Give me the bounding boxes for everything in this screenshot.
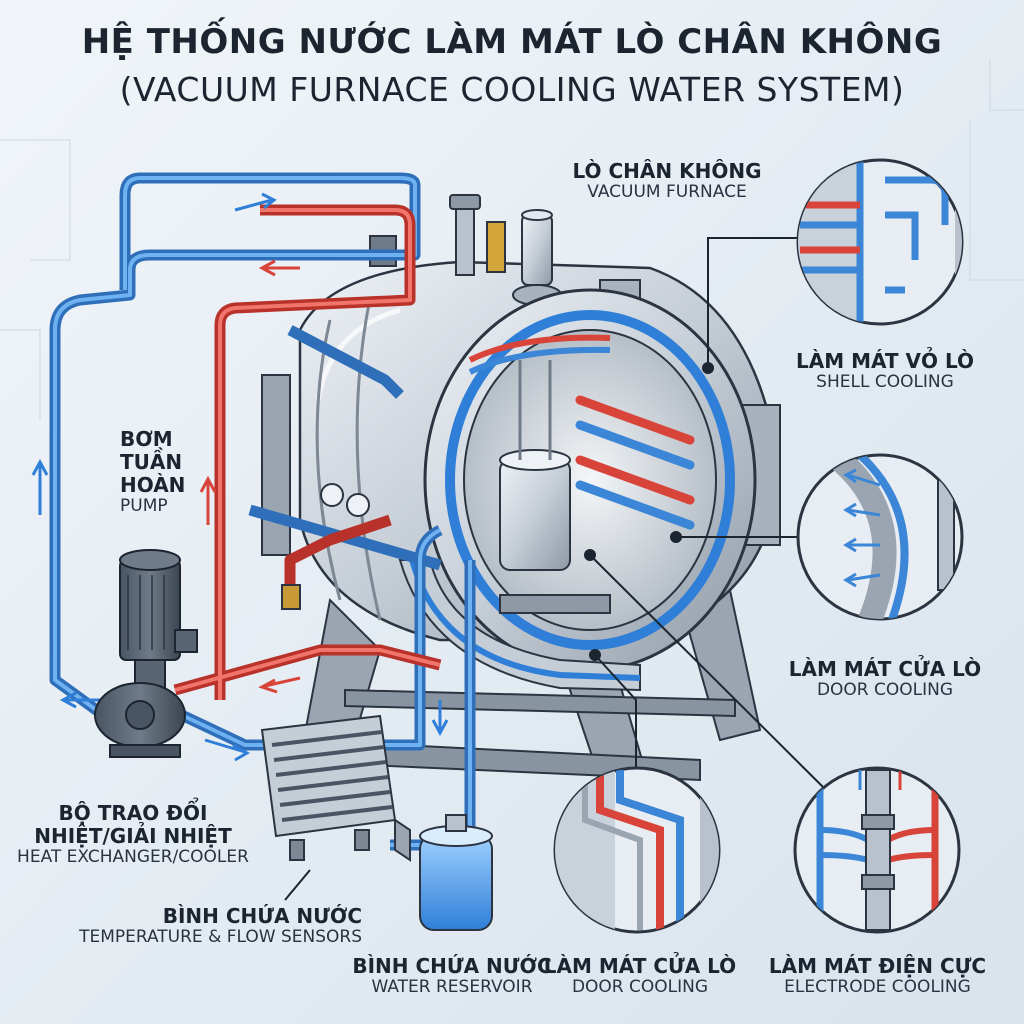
label-heat-exchanger: BỘ TRAO ĐỔI NHIỆT/GIẢI NHIỆT HEAT EXCHAN… <box>8 802 258 868</box>
label-pump: BƠM TUẦN HOÀN PUMP <box>120 428 230 517</box>
label-sensors: BÌNH CHỨA NƯỚC TEMPERATURE & FLOW SENSOR… <box>52 905 362 948</box>
title-english: (VACUUM FURNACE COOLING WATER SYSTEM) <box>119 70 905 109</box>
label-electrode-cooling-vi: LÀM MÁT ĐIỆN CỰC <box>768 954 987 978</box>
label-door-cooling-bottom-en: DOOR COOLING <box>571 977 709 997</box>
label-door-cooling-right: LÀM MÁT CỬA LÒ DOOR COOLING <box>780 658 990 701</box>
hot-water-piping-highlight <box>174 208 441 700</box>
detail-door-cooling-bottom <box>553 766 721 934</box>
label-door-cooling-right-vi: LÀM MÁT CỬA LÒ <box>788 657 982 681</box>
label-electrode-cooling-en: ELECTRODE COOLING <box>784 977 971 997</box>
label-water-reservoir-vi: BÌNH CHỨA NƯỚC <box>352 954 552 978</box>
label-sensors-en: TEMPERATURE & FLOW SENSORS <box>79 927 362 947</box>
heat-exchanger <box>260 714 411 862</box>
water-reservoir <box>419 814 493 931</box>
label-door-cooling-bottom-vi: LÀM MÁT CỬA LÒ <box>543 954 737 978</box>
leader-lines <box>284 237 827 901</box>
label-vacuum-furnace-vi: LÒ CHÂN KHÔNG <box>572 159 762 183</box>
circulation-pump <box>94 549 198 758</box>
label-door-cooling-bottom: LÀM MÁT CỬA LÒ DOOR COOLING <box>540 955 740 998</box>
label-heat-exchanger-vi-1: BỘ TRAO ĐỔI <box>58 801 208 825</box>
title-vietnamese: HỆ THỐNG NƯỚC LÀM MÁT LÒ CHÂN KHÔNG <box>81 22 943 62</box>
label-pump-en: PUMP <box>120 496 168 516</box>
background-grid <box>0 60 1024 420</box>
label-shell-cooling: LÀM MÁT VỎ LÒ SHELL COOLING <box>780 350 990 393</box>
furnace-stand <box>298 588 762 782</box>
label-heat-exchanger-en: HEAT EXCHANGER/COOLER <box>17 847 249 867</box>
label-water-reservoir-en: WATER RESERVOIR <box>371 977 533 997</box>
detail-door-cooling-right <box>796 453 964 621</box>
furnace-door-cutaway <box>398 288 757 692</box>
label-door-cooling-right-en: DOOR COOLING <box>816 680 954 700</box>
label-heat-exchanger-vi-2: NHIỆT/GIẢI NHIỆT <box>34 824 232 848</box>
label-vacuum-furnace-en: VACUUM FURNACE <box>587 182 747 202</box>
top-fittings <box>449 194 562 306</box>
label-pump-vi-2: TUẦN <box>120 450 183 474</box>
label-pump-vi-1: BƠM <box>120 427 173 451</box>
flow-arrows <box>31 192 449 762</box>
label-shell-cooling-vi: LÀM MÁT VỎ LÒ <box>796 349 974 373</box>
label-sensors-vi: BÌNH CHỨA NƯỚC <box>162 904 362 928</box>
detail-electrode-cooling <box>793 766 961 934</box>
detail-shell-cooling <box>796 158 964 326</box>
label-electrode-cooling: LÀM MÁT ĐIỆN CỰC ELECTRODE COOLING <box>760 955 995 998</box>
label-shell-cooling-en: SHELL COOLING <box>816 372 954 392</box>
label-pump-vi-3: HOÀN <box>120 473 186 497</box>
label-vacuum-furnace: LÒ CHÂN KHÔNG VACUUM FURNACE <box>552 160 782 203</box>
pressure-gauges <box>281 483 370 610</box>
label-water-reservoir: BÌNH CHỨA NƯỚC WATER RESERVOIR <box>352 955 552 998</box>
